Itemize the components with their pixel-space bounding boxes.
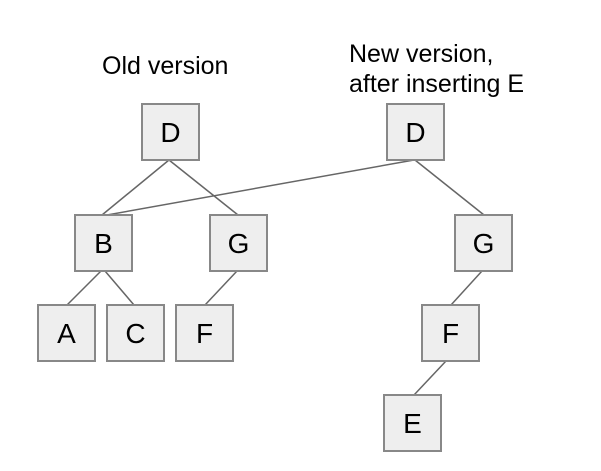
node-old-c: C [106, 304, 165, 362]
titles-group: Old version New version, after inserting… [102, 40, 524, 98]
new-version-title-line2: after inserting E [349, 70, 524, 98]
node-old-f-label: F [196, 318, 213, 349]
node-old-d-label: D [160, 117, 180, 148]
edge-oldD-oldG [168, 159, 239, 216]
new-tree-group: D G F E [383, 103, 513, 452]
node-new-f-label: F [442, 318, 459, 349]
node-old-a-box [37, 304, 96, 362]
node-old-d-box [141, 103, 200, 161]
node-old-b: B [74, 214, 133, 272]
edge-oldG-oldF [204, 270, 238, 306]
node-new-e: E [383, 394, 442, 452]
edge-newD-oldB-shared [106, 159, 415, 216]
node-new-g: G [454, 214, 513, 272]
node-new-g-label: G [473, 228, 495, 259]
node-old-d: D [141, 103, 200, 161]
node-new-d: D [386, 103, 445, 161]
edge-oldB-oldC [104, 270, 135, 306]
node-new-d-box [386, 103, 445, 161]
node-old-g-label: G [228, 228, 250, 259]
edge-newF-newE [413, 360, 447, 396]
node-old-c-label: C [125, 318, 145, 349]
node-old-g-box [209, 214, 268, 272]
edge-newD-newG [414, 159, 485, 216]
node-old-c-box [106, 304, 165, 362]
node-old-a: A [37, 304, 96, 362]
node-old-f-box [175, 304, 234, 362]
node-new-d-label: D [405, 117, 425, 148]
node-new-g-box [454, 214, 513, 272]
edge-oldB-oldA [66, 270, 102, 306]
node-old-g: G [209, 214, 268, 272]
old-version-title: Old version [102, 52, 228, 80]
edge-oldD-oldB [101, 159, 170, 216]
node-new-e-label: E [403, 408, 422, 439]
node-old-b-label: B [94, 228, 113, 259]
node-new-f-box [421, 304, 480, 362]
edges-group [66, 159, 485, 396]
old-tree-group: D B G A C F [37, 103, 268, 362]
node-old-a-label: A [57, 318, 76, 349]
edge-newG-newF [450, 270, 483, 306]
node-new-f: F [421, 304, 480, 362]
node-new-e-box [383, 394, 442, 452]
node-old-f: F [175, 304, 234, 362]
new-version-title-line1: New version, [349, 40, 494, 68]
node-old-b-box [74, 214, 133, 272]
